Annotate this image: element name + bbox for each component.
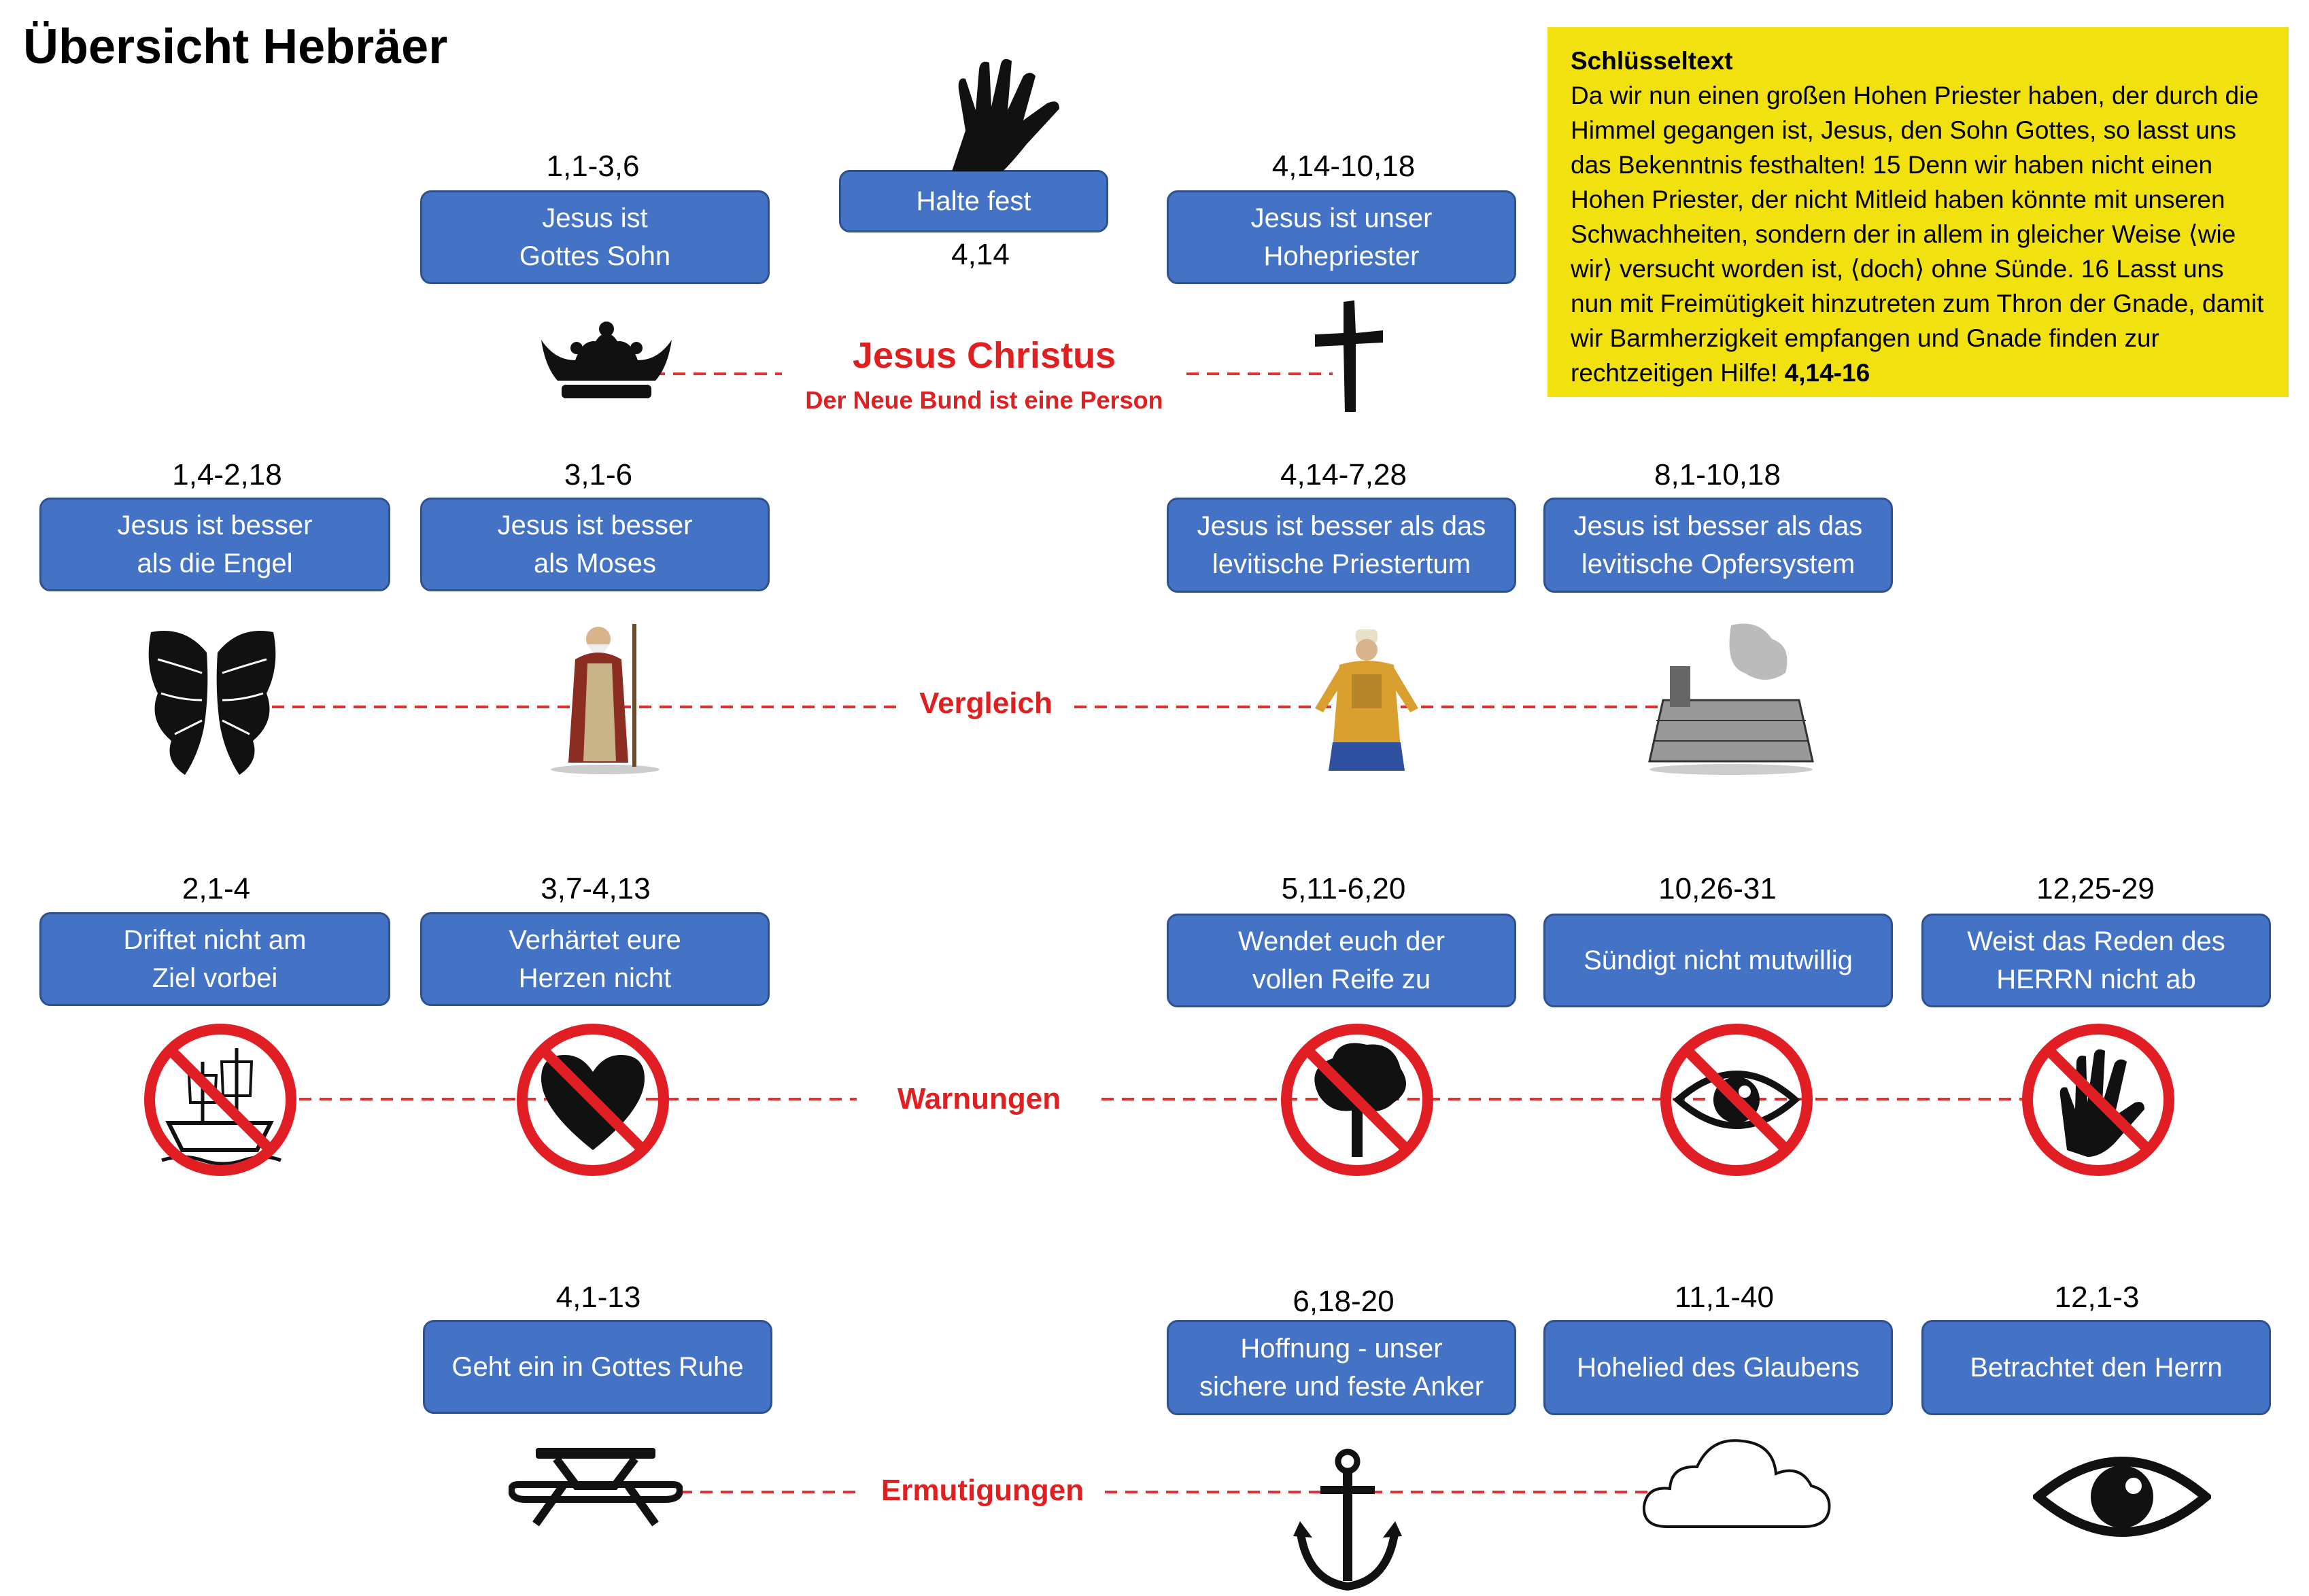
crown-icon (541, 322, 672, 398)
key-text-ref: 4,14-16 (1784, 359, 1870, 387)
eye-icon (2033, 1457, 2211, 1537)
ref-herrn: 12,1-3 (2054, 1281, 2140, 1314)
ref-opfersystem: 8,1-10,18 (1654, 458, 1781, 491)
box-engel: Jesus ist besser als die Engel (39, 498, 390, 591)
ref-glauben: 11,1-40 (1675, 1281, 1774, 1314)
box-moses: Jesus ist besser als Moses (420, 498, 770, 591)
cross-icon (1315, 300, 1383, 412)
no-heart-icon (517, 1024, 669, 1176)
box-anker: Hoffnung - unser sichere und feste Anker (1167, 1320, 1516, 1415)
label-ermutigungen: Ermutigungen (880, 1474, 1084, 1507)
box-suendigt: Sündigt nicht mutwillig (1543, 914, 1893, 1007)
ref-driftet: 2,1-4 (182, 872, 251, 905)
cloud-icon (1642, 1439, 1831, 1528)
box-priestertum: Jesus ist besser als das levitische Prie… (1167, 498, 1516, 593)
box-driftet: Driftet nicht am Ziel vorbei (39, 912, 390, 1006)
center-subtitle: Der Neue Bund ist eine Person (805, 386, 1163, 414)
label-warnungen: Warnungen (897, 1082, 1061, 1115)
raised-hand-icon (952, 58, 1059, 171)
box-gottes-sohn: Jesus ist Gottes Sohn (420, 190, 770, 284)
ref-sohn: 1,1-3,6 (546, 150, 640, 183)
high-priest-figure-icon (1315, 629, 1418, 771)
ref-priestertum: 4,14-7,28 (1280, 458, 1407, 491)
ref-suendigt: 10,26-31 (1658, 872, 1777, 905)
ref-anker: 6,18-20 (1293, 1285, 1395, 1318)
no-ship-icon (144, 1024, 296, 1176)
box-ruhe: Geht ein in Gottes Ruhe (423, 1320, 772, 1414)
ref-moses: 3,1-6 (564, 458, 633, 491)
box-herrn: Betrachtet den Herrn (1921, 1320, 2271, 1415)
no-hand-icon (2022, 1024, 2174, 1176)
box-verhaertet: Verhärtet eure Herzen nicht (420, 912, 770, 1006)
angel-wings-icon (148, 631, 276, 775)
anchor-icon (1293, 1448, 1402, 1591)
center-title: Jesus Christus (852, 335, 1116, 376)
ref-ruhe: 4,1-13 (555, 1281, 641, 1314)
no-eye-icon (1660, 1024, 1813, 1176)
key-text-body: Da wir nun einen großen Hohen Priester h… (1571, 82, 2264, 387)
key-text-box: Schlüsseltext Da wir nun einen großen Ho… (1547, 27, 2289, 397)
ref-hohepriester: 4,14-10,18 (1271, 150, 1416, 183)
key-text-heading: Schlüsseltext (1571, 47, 1733, 75)
label-vergleich: Vergleich (919, 687, 1053, 720)
ref-weist: 12,25-29 (2036, 872, 2155, 905)
ref-halte-fest: 4,14 (951, 238, 1010, 271)
no-tree-icon (1281, 1024, 1433, 1176)
box-weist: Weist das Reden des HERRN nicht ab (1921, 914, 2271, 1007)
altar-sacrifice-icon (1648, 623, 1814, 775)
ref-engel: 1,4-2,18 (172, 458, 282, 491)
box-halte-fest: Halte fest (839, 170, 1108, 232)
box-hohepriester: Jesus ist unser Hohepriester (1167, 190, 1516, 284)
box-opfersystem: Jesus ist besser als das levitische Opfe… (1543, 498, 1893, 593)
box-glauben: Hohelied des Glaubens (1543, 1320, 1893, 1415)
bench-icon (509, 1448, 683, 1527)
box-reife: Wendet euch der vollen Reife zu (1167, 914, 1516, 1007)
moses-figure-icon (551, 624, 660, 774)
ref-verhaertet: 3,7-4,13 (541, 872, 651, 905)
page-title: Übersicht Hebräer (23, 20, 448, 74)
ref-reife: 5,11-6,20 (1281, 872, 1406, 905)
